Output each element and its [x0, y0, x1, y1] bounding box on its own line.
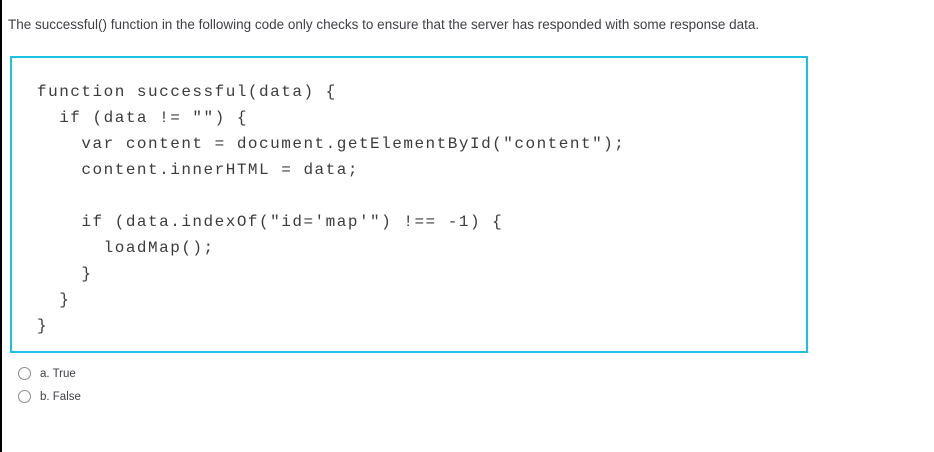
answer-options: a. True b. False	[18, 367, 934, 403]
code-content: function successful(data) { if (data != …	[37, 83, 626, 335]
option-b[interactable]: b. False	[18, 390, 934, 403]
option-a[interactable]: a. True	[18, 367, 934, 380]
question-prompt: The successful() function in the followi…	[8, 17, 760, 32]
radio-button-a[interactable]	[18, 367, 31, 380]
code-block: function successful(data) { if (data != …	[10, 56, 808, 353]
radio-button-b[interactable]	[18, 390, 31, 403]
option-b-label: b. False	[40, 390, 81, 403]
option-a-label: a. True	[40, 367, 76, 380]
